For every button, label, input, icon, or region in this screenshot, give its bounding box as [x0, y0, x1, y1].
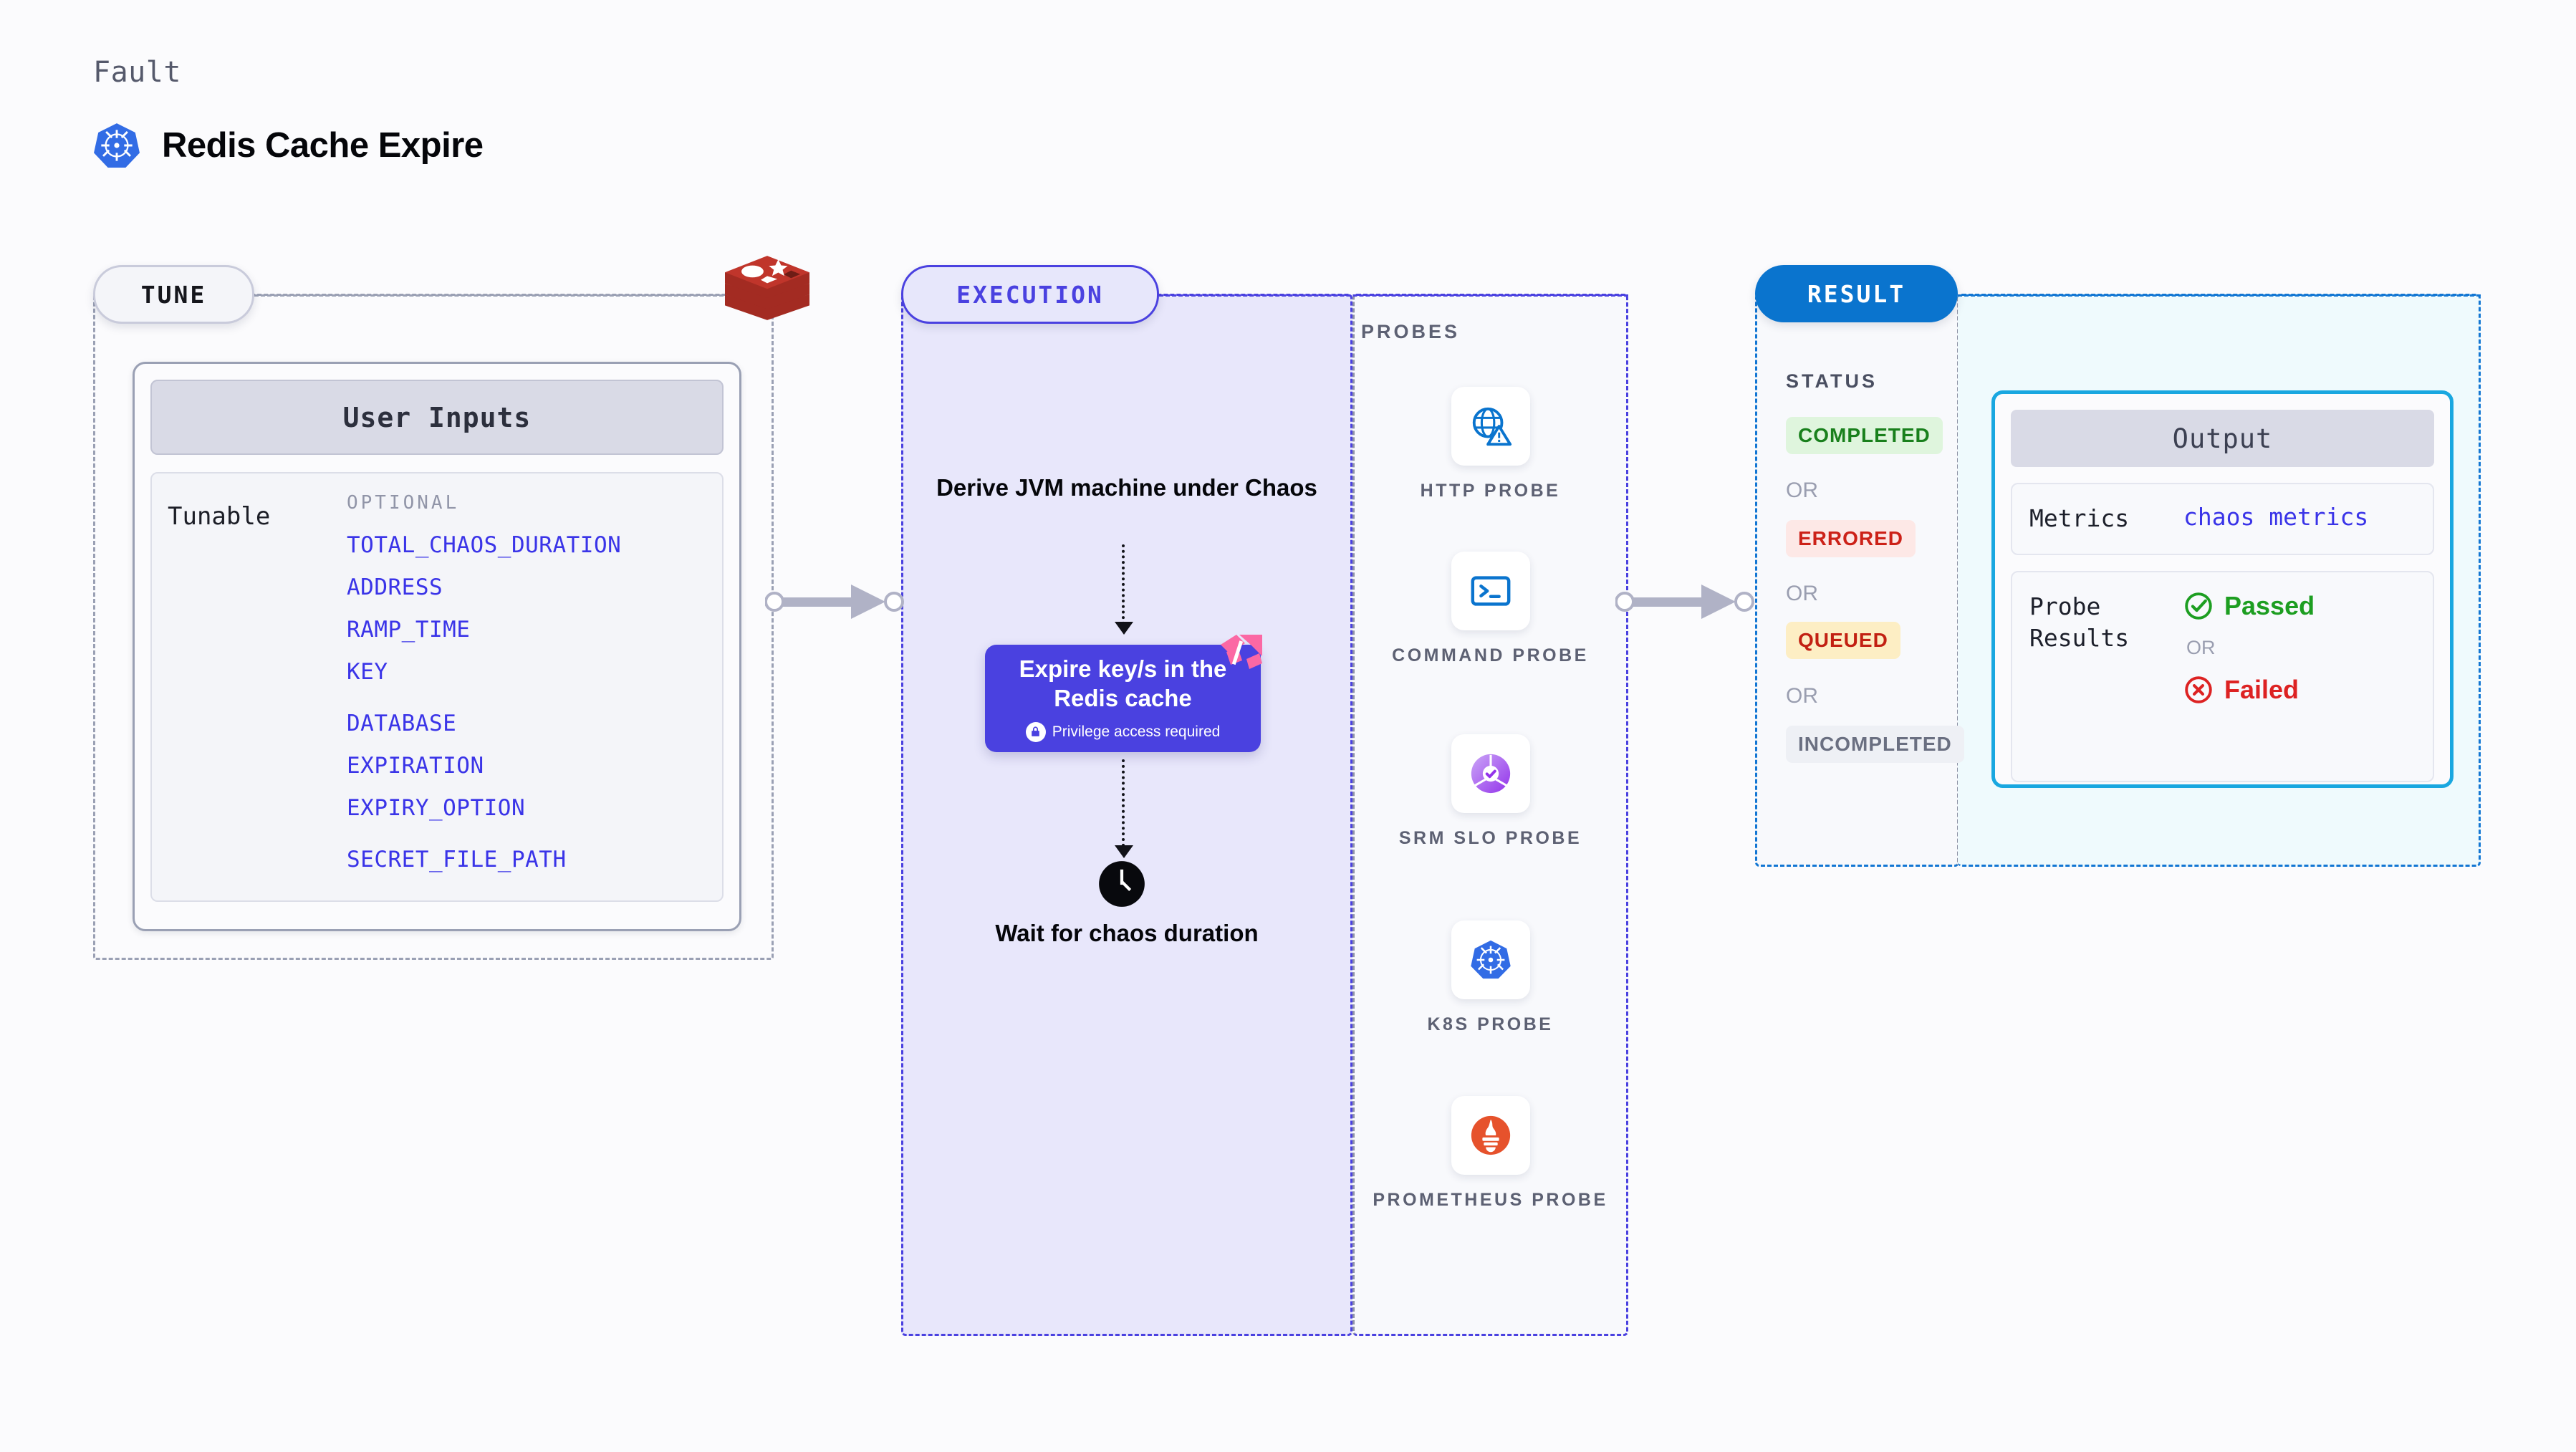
probe-item-srm-slo[interactable]: SRM SLO PROBE [1352, 734, 1628, 852]
x-circle-icon [2185, 675, 2212, 703]
probes-label: PROBES [1361, 321, 1461, 342]
lock-icon [1025, 721, 1046, 742]
probe-result-failed-label: Failed [2224, 674, 2299, 704]
status-badge-completed: COMPLETED [1786, 417, 1943, 454]
optional-label: OPTIONAL [347, 492, 460, 514]
slo-gauge-icon [1471, 754, 1510, 794]
tunable-param[interactable]: EXPIRATION [347, 753, 484, 779]
harness-logo-icon [1221, 635, 1262, 669]
probe-result-or: OR [2186, 636, 2216, 658]
execution-arrow-2-tip [1115, 845, 1133, 858]
privilege-badge: Privilege access required [1025, 721, 1221, 742]
probe-result-passed-label: Passed [2224, 590, 2315, 620]
probe-tile [1451, 387, 1530, 466]
status-or-3: OR [1786, 684, 1818, 708]
tunable-param[interactable]: RAMP_TIME [347, 617, 471, 643]
tune-pill[interactable]: TUNE [93, 265, 254, 324]
execution-arrow-1-tip [1115, 622, 1133, 635]
tunable-param[interactable]: DATABASE [347, 711, 457, 736]
tunable-param[interactable]: KEY [347, 659, 388, 685]
page-eyebrow: Fault [93, 56, 181, 89]
output-probe-results-row: Probe Results Passed OR Failed [2011, 570, 2434, 782]
tunable-param[interactable]: ADDRESS [347, 574, 443, 600]
output-card: Output Metrics chaos metrics Probe Resul… [1991, 390, 2454, 788]
tunable-param[interactable]: TOTAL_CHAOS_DURATION [347, 532, 622, 558]
status-label: STATUS [1786, 370, 1878, 392]
status-or-2: OR [1786, 582, 1818, 605]
prometheus-icon [1471, 1115, 1510, 1155]
check-circle-icon [2185, 592, 2212, 620]
probe-result-failed: Failed [2183, 675, 2315, 705]
kubernetes-icon [94, 123, 140, 168]
probe-label: COMMAND PROBE [1392, 645, 1589, 665]
tunable-param[interactable]: EXPIRY_OPTION [347, 795, 526, 821]
connector-execution-to-result [1615, 580, 1759, 623]
execution-action-title: Expire key/s in the Redis cache [1019, 655, 1227, 711]
probe-tile [1451, 920, 1530, 999]
execution-arrow-1-line [1122, 544, 1125, 625]
execution-leader-line [1159, 294, 1628, 297]
probe-tile [1451, 1096, 1530, 1175]
status-badge-incompleted: INCOMPLETED [1786, 726, 1964, 763]
tune-leader-line [254, 294, 724, 297]
output-metrics-key: Metrics [2029, 504, 2130, 532]
tunable-params-column: OPTIONAL TOTAL_CHAOS_DURATION ADDRESS RA… [347, 492, 715, 893]
tunable-group-label: Tunable [168, 502, 271, 531]
status-badge-queued: QUEUED [1786, 622, 1900, 659]
probe-item-command[interactable]: COMMAND PROBE [1352, 552, 1628, 669]
globe-warning-icon [1472, 407, 1512, 446]
output-title: Output [2011, 410, 2434, 467]
kubernetes-icon [1470, 940, 1511, 979]
execution-pill[interactable]: EXECUTION [901, 265, 1159, 324]
redis-logo [725, 256, 809, 320]
output-metrics-row: Metrics chaos metrics [2011, 483, 2434, 555]
probe-label: PROMETHEUS PROBE [1373, 1190, 1608, 1210]
probe-label: SRM SLO PROBE [1398, 828, 1582, 848]
status-badge-errored: ERRORED [1786, 520, 1916, 557]
clock-icon [1099, 861, 1145, 907]
page-title: Redis Cache Expire [162, 126, 484, 165]
output-metrics-value[interactable]: chaos metrics [2183, 503, 2369, 531]
connector-tune-to-execution [765, 580, 908, 623]
privilege-badge-text: Privilege access required [1052, 723, 1221, 740]
tunable-body: Tunable OPTIONAL TOTAL_CHAOS_DURATION AD… [150, 472, 724, 902]
execution-arrow-2-line [1122, 759, 1125, 847]
probe-tile [1451, 734, 1530, 813]
terminal-icon [1471, 576, 1510, 606]
output-probe-key: Probe Results [2029, 592, 2130, 653]
probe-item-k8s[interactable]: K8S PROBE [1352, 920, 1628, 1038]
probe-tile [1451, 552, 1530, 630]
output-probe-values: Passed OR Failed [2183, 591, 2315, 705]
probe-result-passed: Passed [2183, 591, 2315, 621]
status-or-1: OR [1786, 479, 1818, 502]
execution-step-1-label: Derive JVM machine under Chaos [936, 474, 1317, 501]
result-leader-line [1958, 294, 2481, 297]
page-title-row: Redis Cache Expire [93, 122, 484, 169]
probe-item-prometheus[interactable]: PROMETHEUS PROBE [1352, 1096, 1628, 1213]
user-inputs-card: User Inputs Tunable OPTIONAL TOTAL_CHAOS… [133, 362, 741, 931]
probe-item-http[interactable]: HTTP PROBE [1352, 387, 1628, 504]
tunable-param[interactable]: SECRET_FILE_PATH [347, 847, 567, 872]
execution-action-card[interactable]: Expire key/s in the Redis cache Privileg… [985, 645, 1261, 752]
probe-label: K8S PROBE [1427, 1014, 1554, 1034]
execution-section-frame [901, 294, 1352, 1336]
execution-step-2-label: Wait for chaos duration [995, 920, 1259, 946]
result-pill[interactable]: RESULT [1755, 265, 1958, 322]
user-inputs-title: User Inputs [150, 380, 724, 455]
probe-label: HTTP PROBE [1420, 481, 1561, 501]
